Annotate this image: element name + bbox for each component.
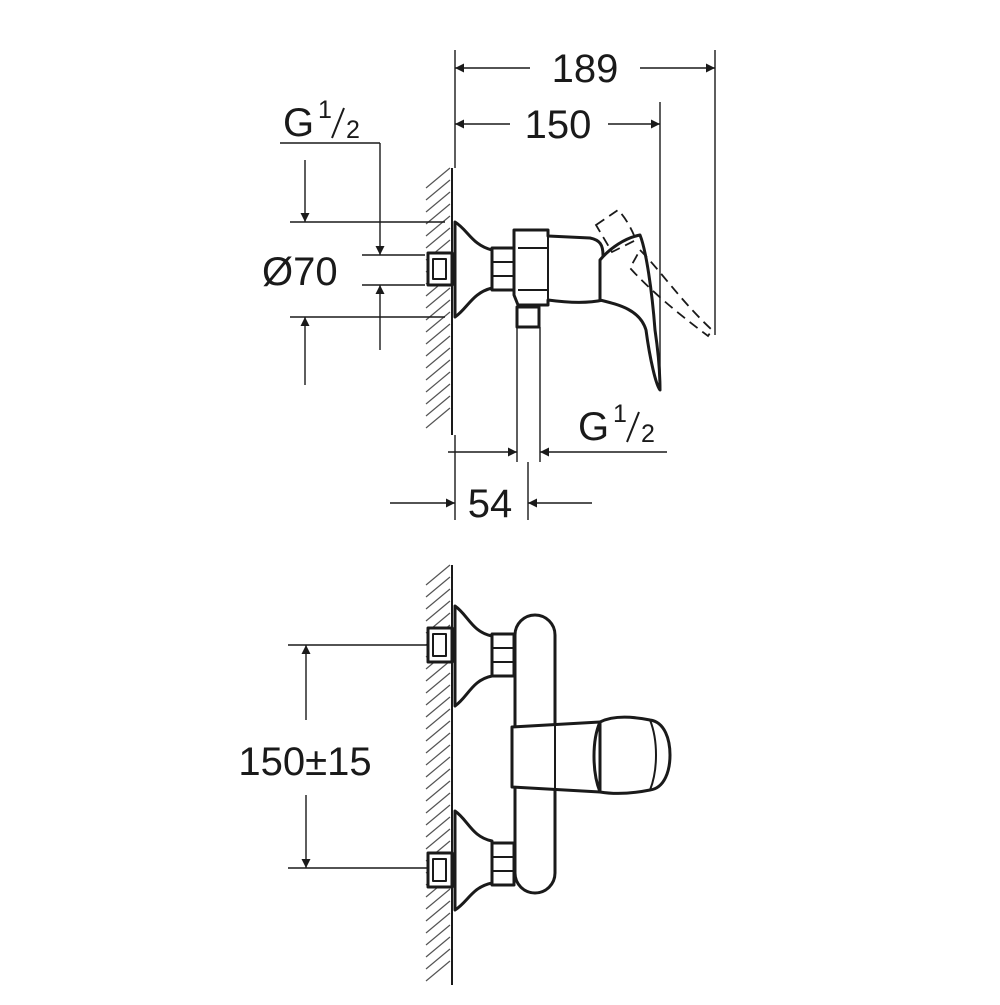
wall-hatch-line — [425, 287, 451, 309]
outlet-thread-numerator: 1 — [613, 400, 627, 428]
dimension-150-label: 150 — [525, 103, 592, 147]
dimension-54: 54 — [390, 435, 592, 526]
dimension-150-15: 150±15 — [238, 644, 430, 869]
inlet-thread-g: G — [283, 101, 314, 145]
dimension-189: 189 — [454, 47, 716, 335]
wall-hatch-line — [425, 588, 451, 610]
wall-hatch-line — [425, 816, 451, 838]
wall-hatch-line — [425, 407, 451, 429]
outlet-thread-label: G 1 2 — [448, 400, 667, 457]
dimension-189-label: 189 — [552, 47, 619, 91]
mixer-body — [512, 228, 605, 307]
wall-hatch-line — [425, 708, 451, 730]
wall-hatch-line — [425, 335, 451, 357]
wall-hatch-line — [425, 756, 451, 778]
wall-hatch-line — [425, 696, 451, 718]
dimension-150: 150 — [455, 102, 661, 390]
wall-hatch-line — [425, 660, 451, 682]
wall-hatch-line — [425, 948, 451, 970]
wall-hatch-line — [425, 564, 451, 586]
wall-side — [425, 167, 453, 435]
wall-hatch-line — [425, 371, 451, 393]
wall-hatch-line — [425, 888, 451, 910]
wall-hatch-line — [425, 804, 451, 826]
wall-hatch-line — [425, 179, 451, 201]
wall-hatch-line — [425, 912, 451, 934]
dimension-54-label: 54 — [468, 482, 513, 526]
wall-hatch-line — [425, 828, 451, 850]
front-view: 150±15 — [238, 564, 672, 985]
upper-connection — [426, 604, 516, 708]
outlet-thread-denominator: 2 — [641, 420, 655, 448]
diameter-70-label: Ø70 — [262, 250, 338, 294]
wall-hatch-line — [425, 359, 451, 381]
wall-hatch-line — [425, 684, 451, 706]
outlet-nut — [515, 305, 541, 329]
dimension-diameter-70: Ø70 — [262, 160, 445, 385]
wall-hatch-line — [425, 167, 451, 189]
dimension-150-15-label: 150±15 — [238, 740, 371, 784]
rosette — [453, 220, 494, 319]
wall-hatch-line — [425, 768, 451, 790]
wall-hatch-line — [425, 347, 451, 369]
wall-hatch-line — [425, 395, 451, 417]
wall-hatch-line — [425, 900, 451, 922]
wall-hatch-line — [425, 720, 451, 742]
mixer-side — [426, 208, 714, 462]
wall-hatch-line — [425, 383, 451, 405]
outlet-thread-g: G — [578, 405, 609, 449]
wall-hatch-line — [425, 203, 451, 225]
wall-hatch-line — [425, 227, 451, 249]
inlet-thread-numerator: 1 — [318, 96, 332, 124]
wall-hatch-line — [425, 191, 451, 213]
lever-alt-extended — [628, 248, 714, 338]
wall-hatch-line — [425, 311, 451, 333]
union-nut — [490, 246, 516, 292]
wall-hatch-line — [425, 215, 451, 237]
lower-connection — [426, 809, 516, 912]
wall-hatch-line — [425, 672, 451, 694]
wall-hatch-line — [425, 600, 451, 622]
wall-hatch-line — [425, 732, 451, 754]
wall-hatch-line — [425, 936, 451, 958]
front-handle — [510, 715, 672, 795]
wall-hatch-line — [425, 323, 451, 345]
inlet-thread-denominator: 2 — [346, 116, 360, 144]
lever-handle — [598, 233, 662, 392]
wall-hatch-line — [425, 960, 451, 982]
wall-hatch-line — [425, 576, 451, 598]
wall-hatch-line — [425, 792, 451, 814]
wall-hatch-line — [425, 780, 451, 802]
inlet-thread-label: G 1 2 — [280, 96, 385, 350]
side-view: 189 150 G 1 2 Ø70 — [262, 47, 716, 526]
wall-hatch-line — [425, 744, 451, 766]
wall-hatch-line — [425, 924, 451, 946]
